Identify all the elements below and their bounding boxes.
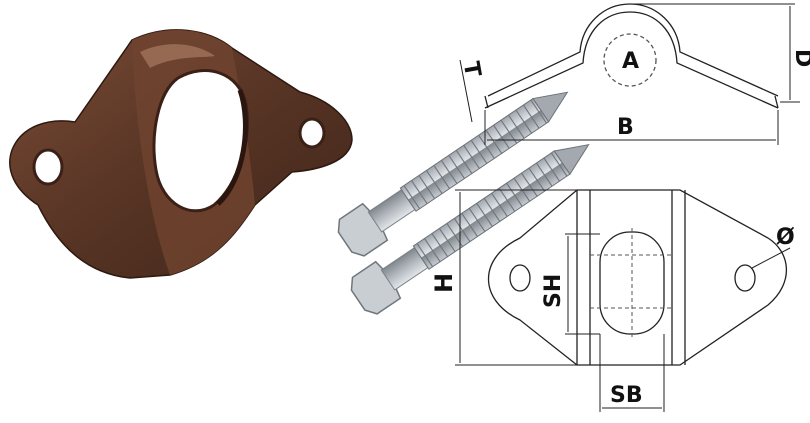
bracket-highlight xyxy=(140,44,215,68)
bracket-oval-slot xyxy=(152,69,249,213)
screw-tip xyxy=(532,91,569,123)
label-height-d: D xyxy=(790,49,810,67)
bracket-photo xyxy=(9,29,353,279)
lag-screw-1 xyxy=(337,91,569,257)
label-thickness: T xyxy=(458,60,485,79)
label-width-b: B xyxy=(617,115,634,140)
label-slot-width: SB xyxy=(610,383,643,408)
side-profile-outer xyxy=(484,11,779,109)
top-outline xyxy=(487,189,788,366)
bracket-hole-left xyxy=(32,148,64,186)
bracket-hole-right xyxy=(298,117,326,149)
arc-dashed-circle xyxy=(603,33,657,87)
side-view-drawing xyxy=(459,3,800,145)
top-view-drawing xyxy=(455,189,791,412)
label-arc: A xyxy=(622,49,639,74)
top-hole-left xyxy=(509,264,531,292)
top-slot xyxy=(599,231,665,335)
bracket-slot-inner-edge xyxy=(216,89,248,206)
label-slot-height: SH xyxy=(541,274,566,308)
label-height-h: H xyxy=(430,273,458,293)
lag-screw-2 xyxy=(350,143,590,315)
screw-tip xyxy=(553,143,590,176)
top-hole-right xyxy=(734,264,756,292)
label-diameter: Ø xyxy=(776,225,795,250)
